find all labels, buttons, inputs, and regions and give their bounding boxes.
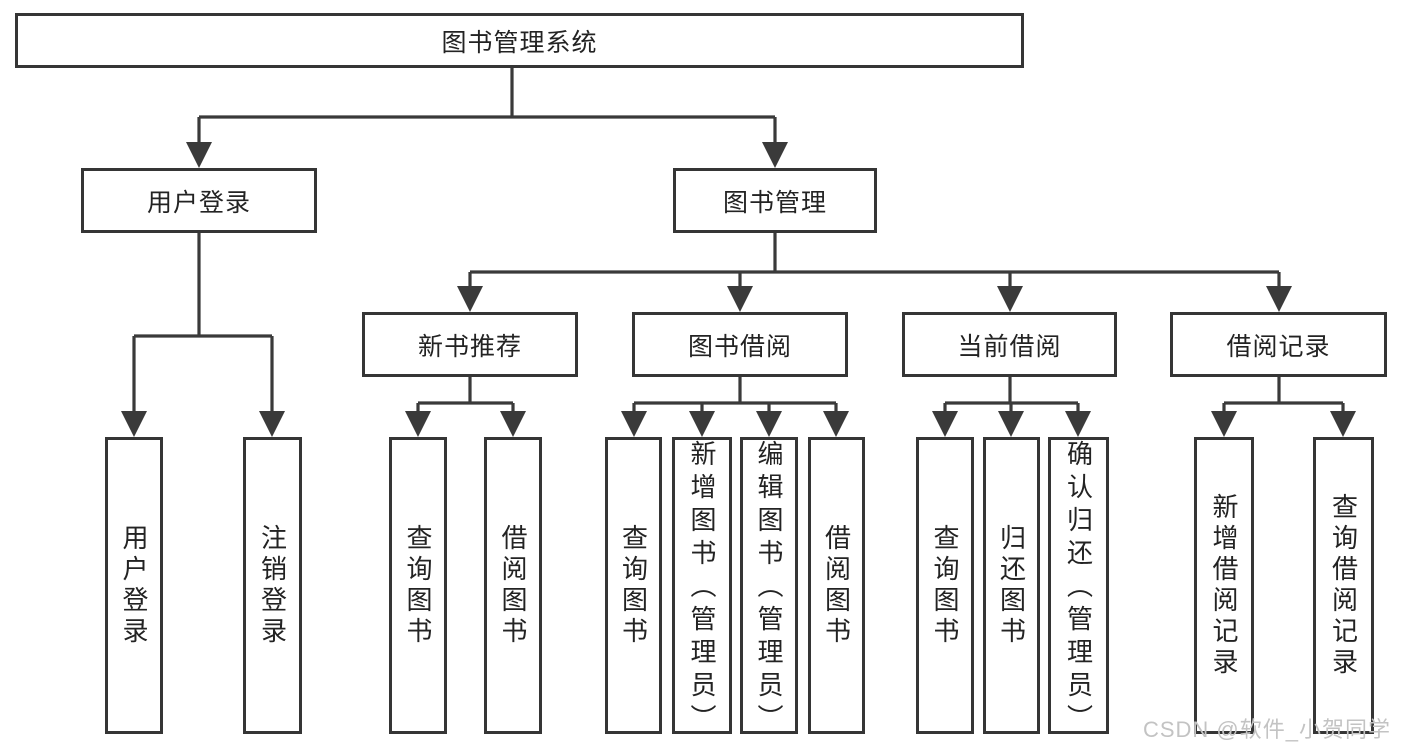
leaf-add-book-label: 新增图书（管理员）	[687, 440, 717, 737]
node-user-login-label: 用户登录	[146, 188, 251, 217]
node-current-borrow-label: 当前借阅	[957, 332, 1062, 361]
node-root-label: 图书管理系统	[441, 28, 598, 57]
leaf-return-book-label: 归还图书	[996, 523, 1027, 648]
node-book-borrow: 图书借阅	[632, 312, 848, 377]
leaf-borrow-book-1: 借阅图书	[484, 437, 542, 734]
node-root: 图书管理系统	[15, 13, 1024, 68]
node-book-management-label: 图书管理	[722, 188, 827, 217]
leaf-borrow-book-2: 借阅图书	[808, 437, 865, 734]
node-borrow-records: 借阅记录	[1170, 312, 1387, 377]
node-borrow-records-label: 借阅记录	[1226, 332, 1331, 361]
leaf-user-login: 用户登录	[105, 437, 163, 734]
leaf-query-book-3: 查询图书	[916, 437, 974, 734]
leaf-return-book: 归还图书	[983, 437, 1040, 734]
node-new-book-recommend: 新书推荐	[362, 312, 578, 377]
leaf-query-book-2: 查询图书	[605, 437, 662, 734]
leaf-edit-book: 编辑图书（管理员）	[740, 437, 798, 737]
tree-edges	[132, 68, 1345, 415]
leaf-add-record-label: 新增借阅记录	[1209, 492, 1239, 679]
node-book-borrow-label: 图书借阅	[687, 332, 792, 361]
leaf-query-book-1: 查询图书	[389, 437, 447, 734]
leaf-confirm-return-label: 确认归还（管理员）	[1063, 440, 1094, 737]
leaf-borrow-book-2-label: 借阅图书	[821, 523, 852, 648]
leaf-edit-book-label: 编辑图书（管理员）	[754, 440, 784, 737]
leaf-add-book: 新增图书（管理员）	[672, 437, 732, 737]
watermark-text: CSDN @软件_小贺同学	[1142, 717, 1391, 742]
leaf-logout: 注销登录	[243, 437, 302, 734]
leaf-query-book-3-label: 查询图书	[930, 523, 960, 648]
leaf-query-book-1-label: 查询图书	[403, 523, 433, 648]
leaf-borrow-book-1-label: 借阅图书	[498, 523, 528, 648]
leaf-query-record-label: 查询借阅记录	[1328, 492, 1359, 679]
leaf-add-record: 新增借阅记录	[1194, 437, 1254, 734]
leaf-confirm-return: 确认归还（管理员）	[1048, 437, 1109, 737]
node-current-borrow: 当前借阅	[902, 312, 1117, 377]
leaf-query-book-2-label: 查询图书	[618, 523, 649, 648]
node-new-book-recommend-label: 新书推荐	[417, 332, 522, 361]
leaf-user-login-label: 用户登录	[119, 523, 149, 648]
arrowhead-icons	[121, 142, 1356, 437]
leaf-logout-label: 注销登录	[257, 523, 288, 648]
node-user-login: 用户登录	[81, 168, 317, 233]
node-book-management: 图书管理	[673, 168, 877, 233]
leaf-query-record: 查询借阅记录	[1313, 437, 1374, 734]
